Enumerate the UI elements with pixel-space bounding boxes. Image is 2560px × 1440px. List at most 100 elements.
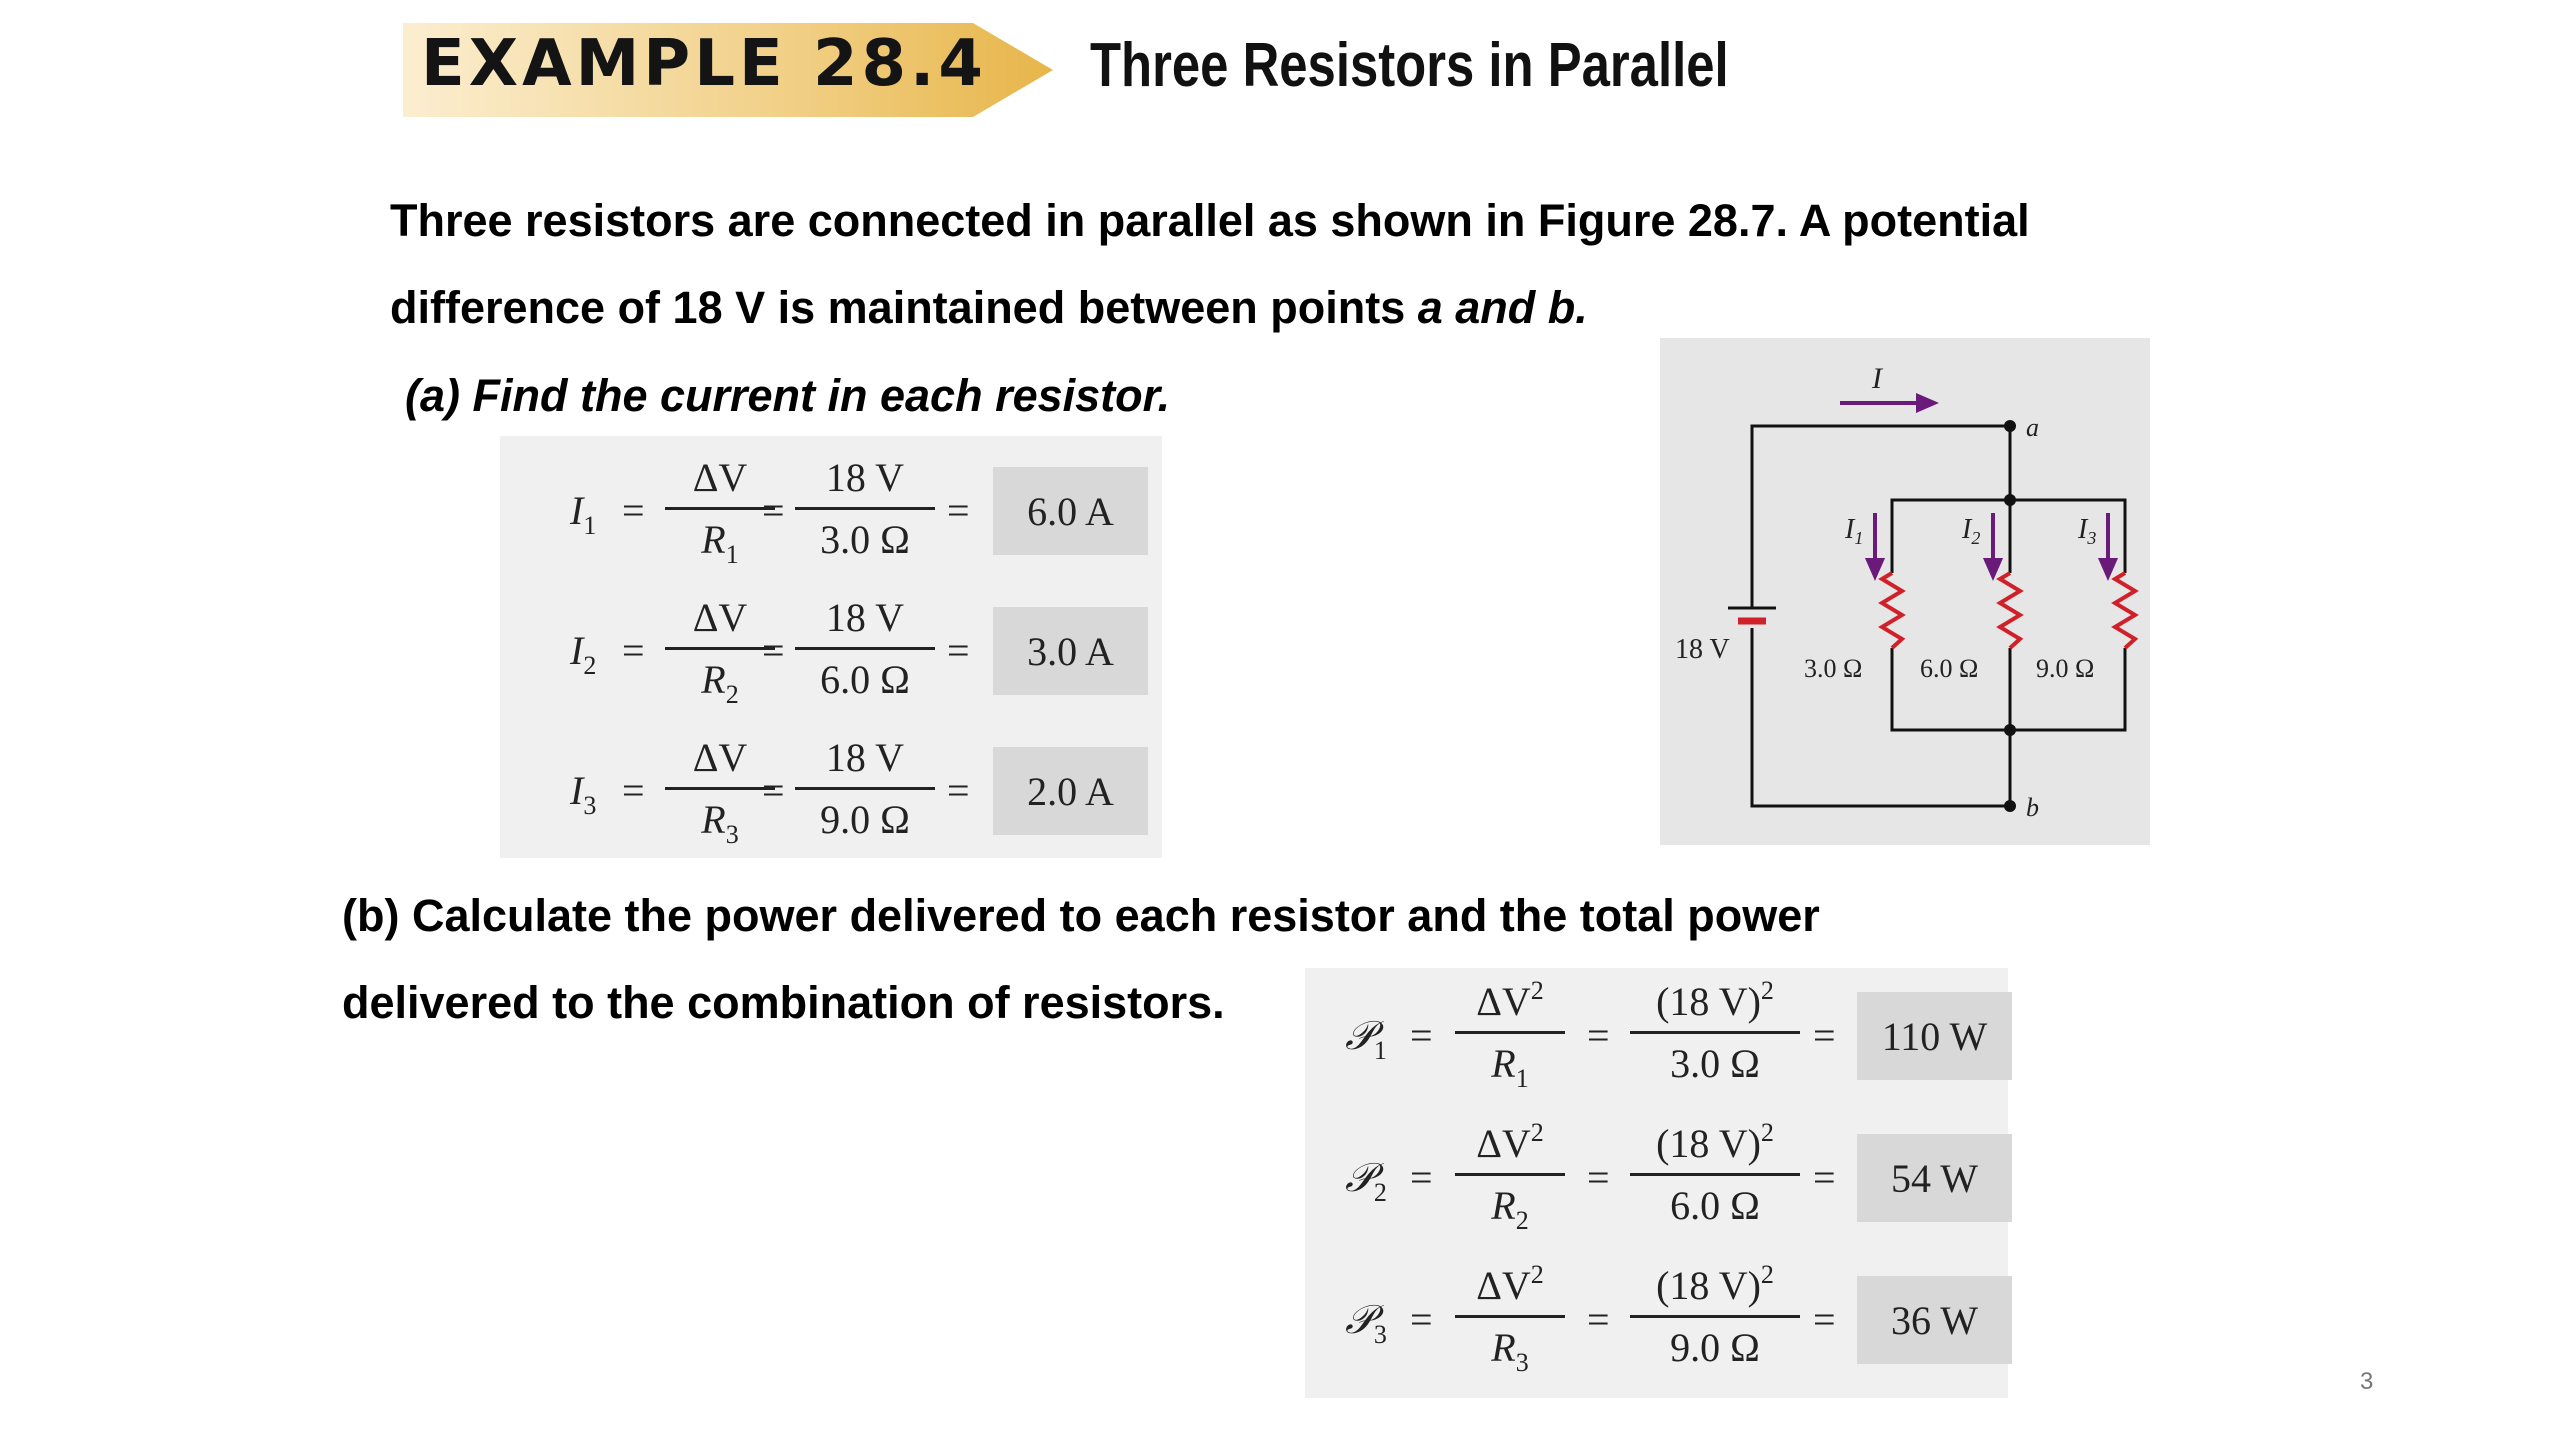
numerator-value-text: 18 V <box>825 455 905 500</box>
numerator-value-superscript: 2 <box>1760 1118 1774 1147</box>
lhs-symbol: I <box>570 628 584 673</box>
fraction-bar <box>1630 1031 1800 1034</box>
numerator: ΔV2 <box>1455 1118 1565 1167</box>
part-a-question: (a) Find the current in each resistor. <box>405 370 1171 421</box>
fraction-formula: ΔV R3 <box>665 734 775 850</box>
denominator: R1 <box>665 516 775 570</box>
equals-sign: = <box>947 768 970 813</box>
numerator-value-text: (18 V) <box>1656 1121 1761 1166</box>
lhs: 𝒫2 <box>1345 1154 1387 1208</box>
numerator-value: (18 V)2 <box>1630 976 1800 1025</box>
denominator: R3 <box>665 796 775 850</box>
branch-3-arrowhead <box>2097 558 2119 581</box>
fraction-bar <box>1455 1031 1565 1034</box>
resistor-2-label: 6.0 Ω <box>1920 654 1978 683</box>
wire-bottom-left <box>1750 628 2010 808</box>
equals-sign: = <box>1813 1155 1836 1200</box>
lhs: I3 <box>570 767 596 821</box>
denominator-subscript: 2 <box>725 680 739 709</box>
equals-sign: = <box>1410 1155 1433 1200</box>
lhs-symbol: I <box>570 768 584 813</box>
numerator-symbol: ΔV <box>1476 1263 1531 1308</box>
result-value: 110 W <box>1857 992 2012 1080</box>
fraction-bar <box>1455 1315 1565 1318</box>
denominator-value: 6.0 Ω <box>820 657 910 702</box>
lhs: I1 <box>570 487 596 541</box>
numerator-value-superscript: 2 <box>1760 976 1774 1005</box>
main-current-label: I <box>1871 362 1884 395</box>
node-bottom-junction <box>2004 724 2016 736</box>
circuit-figure: I a b 18 V I1 I2 I3 3.0 Ω 6.0 Ω 9.0 Ω <box>1660 338 2150 845</box>
equals-sign: = <box>622 488 645 533</box>
fraction-formula: ΔV R2 <box>665 594 775 710</box>
lhs-subscript: 1 <box>1373 1036 1387 1065</box>
numerator-value: (18 V)2 <box>1630 1118 1800 1167</box>
equals-sign: = <box>1587 1155 1610 1200</box>
resistors <box>1878 571 2139 650</box>
denominator: R1 <box>1455 1040 1565 1094</box>
denominator-symbol: R <box>1491 1041 1516 1086</box>
denominator: R3 <box>1455 1324 1565 1378</box>
fraction-formula: ΔV R1 <box>665 454 775 570</box>
intro-line-2: difference of 18 V is maintained between… <box>390 282 1588 334</box>
denominator: R2 <box>665 656 775 710</box>
branch-1-arrowhead <box>1864 558 1886 581</box>
wire-top-left <box>1750 424 2010 608</box>
denominator-symbol: R <box>701 797 726 842</box>
result-value: 3.0 A <box>993 607 1148 695</box>
part-b-line-2: delivered to the combination of resistor… <box>342 977 1225 1028</box>
numerator-symbol: ΔV <box>692 735 748 780</box>
numerator: ΔV2 <box>1455 976 1565 1025</box>
numerator-superscript: 2 <box>1530 1118 1544 1147</box>
numerator: ΔV <box>665 734 775 781</box>
fraction-bar <box>1455 1173 1565 1176</box>
equals-sign: = <box>1410 1013 1433 1058</box>
equals-sign: = <box>1587 1013 1610 1058</box>
equals-sign: = <box>762 488 785 533</box>
current-arrows <box>1840 392 2119 581</box>
numerator-symbol: ΔV <box>692 595 748 640</box>
denominator-value: 9.0 Ω <box>820 797 910 842</box>
node-a-label: a <box>2026 413 2039 442</box>
circuit-diagram: I a b 18 V I1 I2 I3 3.0 Ω 6.0 Ω 9.0 Ω <box>1675 362 2139 822</box>
resistor-1 <box>1878 571 1906 650</box>
lhs: 𝒫3 <box>1345 1296 1387 1350</box>
circuit-nodes <box>2004 420 2016 812</box>
denominator-symbol: R <box>701 517 726 562</box>
denominator-value: 6.0 Ω <box>1670 1183 1760 1228</box>
resistor-1-label: 3.0 Ω <box>1804 654 1862 683</box>
result-value: 6.0 A <box>993 467 1148 555</box>
numerator-superscript: 2 <box>1530 976 1544 1005</box>
banner-label: EXAMPLE 28.4 <box>421 27 987 101</box>
numerator-symbol: ΔV <box>1476 979 1531 1024</box>
fraction-values: (18 V)2 6.0 Ω <box>1630 1118 1800 1229</box>
numerator-value-superscript: 2 <box>1760 1260 1774 1289</box>
resistor-2 <box>1996 571 2024 650</box>
branch-2-current-label: I2 <box>1961 514 1980 548</box>
lhs: 𝒫1 <box>1345 1012 1387 1066</box>
fraction-bar <box>1630 1315 1800 1318</box>
branch-1-current-label: I1 <box>1844 514 1863 548</box>
equals-sign: = <box>947 488 970 533</box>
denominator-subscript: 2 <box>1515 1206 1529 1235</box>
branch-2-arrowhead <box>1982 558 2004 581</box>
page-number: 3 <box>2360 1368 2374 1395</box>
node-a-dot <box>2004 420 2016 432</box>
denominator-symbol: R <box>1491 1325 1516 1370</box>
battery-label: 18 V <box>1675 634 1730 665</box>
numerator-symbol: ΔV <box>1476 1121 1531 1166</box>
numerator-symbol: ΔV <box>692 455 748 500</box>
lhs: I2 <box>570 627 596 681</box>
denominator-subscript: 1 <box>725 540 739 569</box>
example-banner: EXAMPLE 28.4 <box>403 23 1053 117</box>
